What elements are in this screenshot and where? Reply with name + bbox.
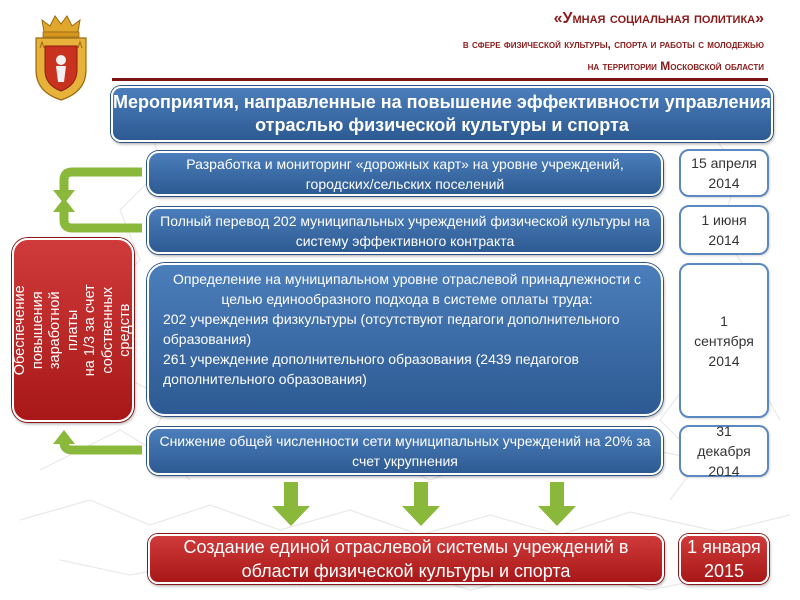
step-industry-affiliation-date: 1 сентября 2014 xyxy=(679,263,769,418)
coat-of-arms-logo xyxy=(35,15,87,101)
left-arrows xyxy=(53,167,142,455)
step-network-reduction: Снижение общей численности сети муниципа… xyxy=(147,427,663,475)
step-effective-contract-text: Полный перевод 202 муниципальных учрежде… xyxy=(160,212,650,249)
step-roadmaps-text: Разработка и мониторинг «дорожных карт» … xyxy=(186,155,624,192)
crown-icon xyxy=(41,15,81,38)
arrow-up-icon xyxy=(53,198,142,233)
step-industry-affiliation-intro: Определение на муниципальном уровне отра… xyxy=(173,271,641,307)
arrow-down-icon xyxy=(538,482,576,526)
title-line-1: «Умная социальная политика» xyxy=(553,10,764,27)
title-line-2: в сфере физической культуры, спорта и ра… xyxy=(462,37,764,51)
step-industry-affiliation-item-1: 202 учреждения физкультуры (отсутствуют … xyxy=(163,311,620,347)
salary-increase-box: Обеспечение повышения заработной платы н… xyxy=(12,238,134,422)
main-banner-text: Мероприятия, направленные на повышение э… xyxy=(113,92,771,135)
title-underline xyxy=(112,78,768,81)
down-arrows xyxy=(272,482,576,526)
step-effective-contract-date: 1 июня 2014 xyxy=(679,205,769,255)
arrow-down-icon xyxy=(272,482,310,526)
arrow-down-icon xyxy=(402,482,440,526)
step-industry-affiliation-item-2: 261 учреждение дополнительного образован… xyxy=(163,351,579,387)
arrow-up-icon xyxy=(53,430,142,455)
step-industry-affiliation: Определение на муниципальном уровне отра… xyxy=(147,263,663,416)
title-line-3: на территории Московской области xyxy=(587,59,764,73)
shield-icon xyxy=(35,37,87,101)
step-roadmaps: Разработка и мониторинг «дорожных карт» … xyxy=(147,151,663,196)
step-effective-contract: Полный перевод 202 муниципальных учрежде… xyxy=(147,207,663,254)
step-network-reduction-date: 31 декабря 2014 xyxy=(679,423,769,479)
result-text: Создание единой отраслевой системы учреж… xyxy=(183,537,629,581)
step-roadmaps-date: 15 апреля 2014 xyxy=(679,149,769,197)
main-banner: Мероприятия, направленные на повышение э… xyxy=(111,86,773,142)
result-box: Создание единой отраслевой системы учреж… xyxy=(148,534,664,584)
arrow-up-icon xyxy=(53,167,142,204)
step-network-reduction-text: Снижение общей численности сети муниципа… xyxy=(159,433,651,469)
result-date: 1 января 2015 xyxy=(679,534,769,584)
